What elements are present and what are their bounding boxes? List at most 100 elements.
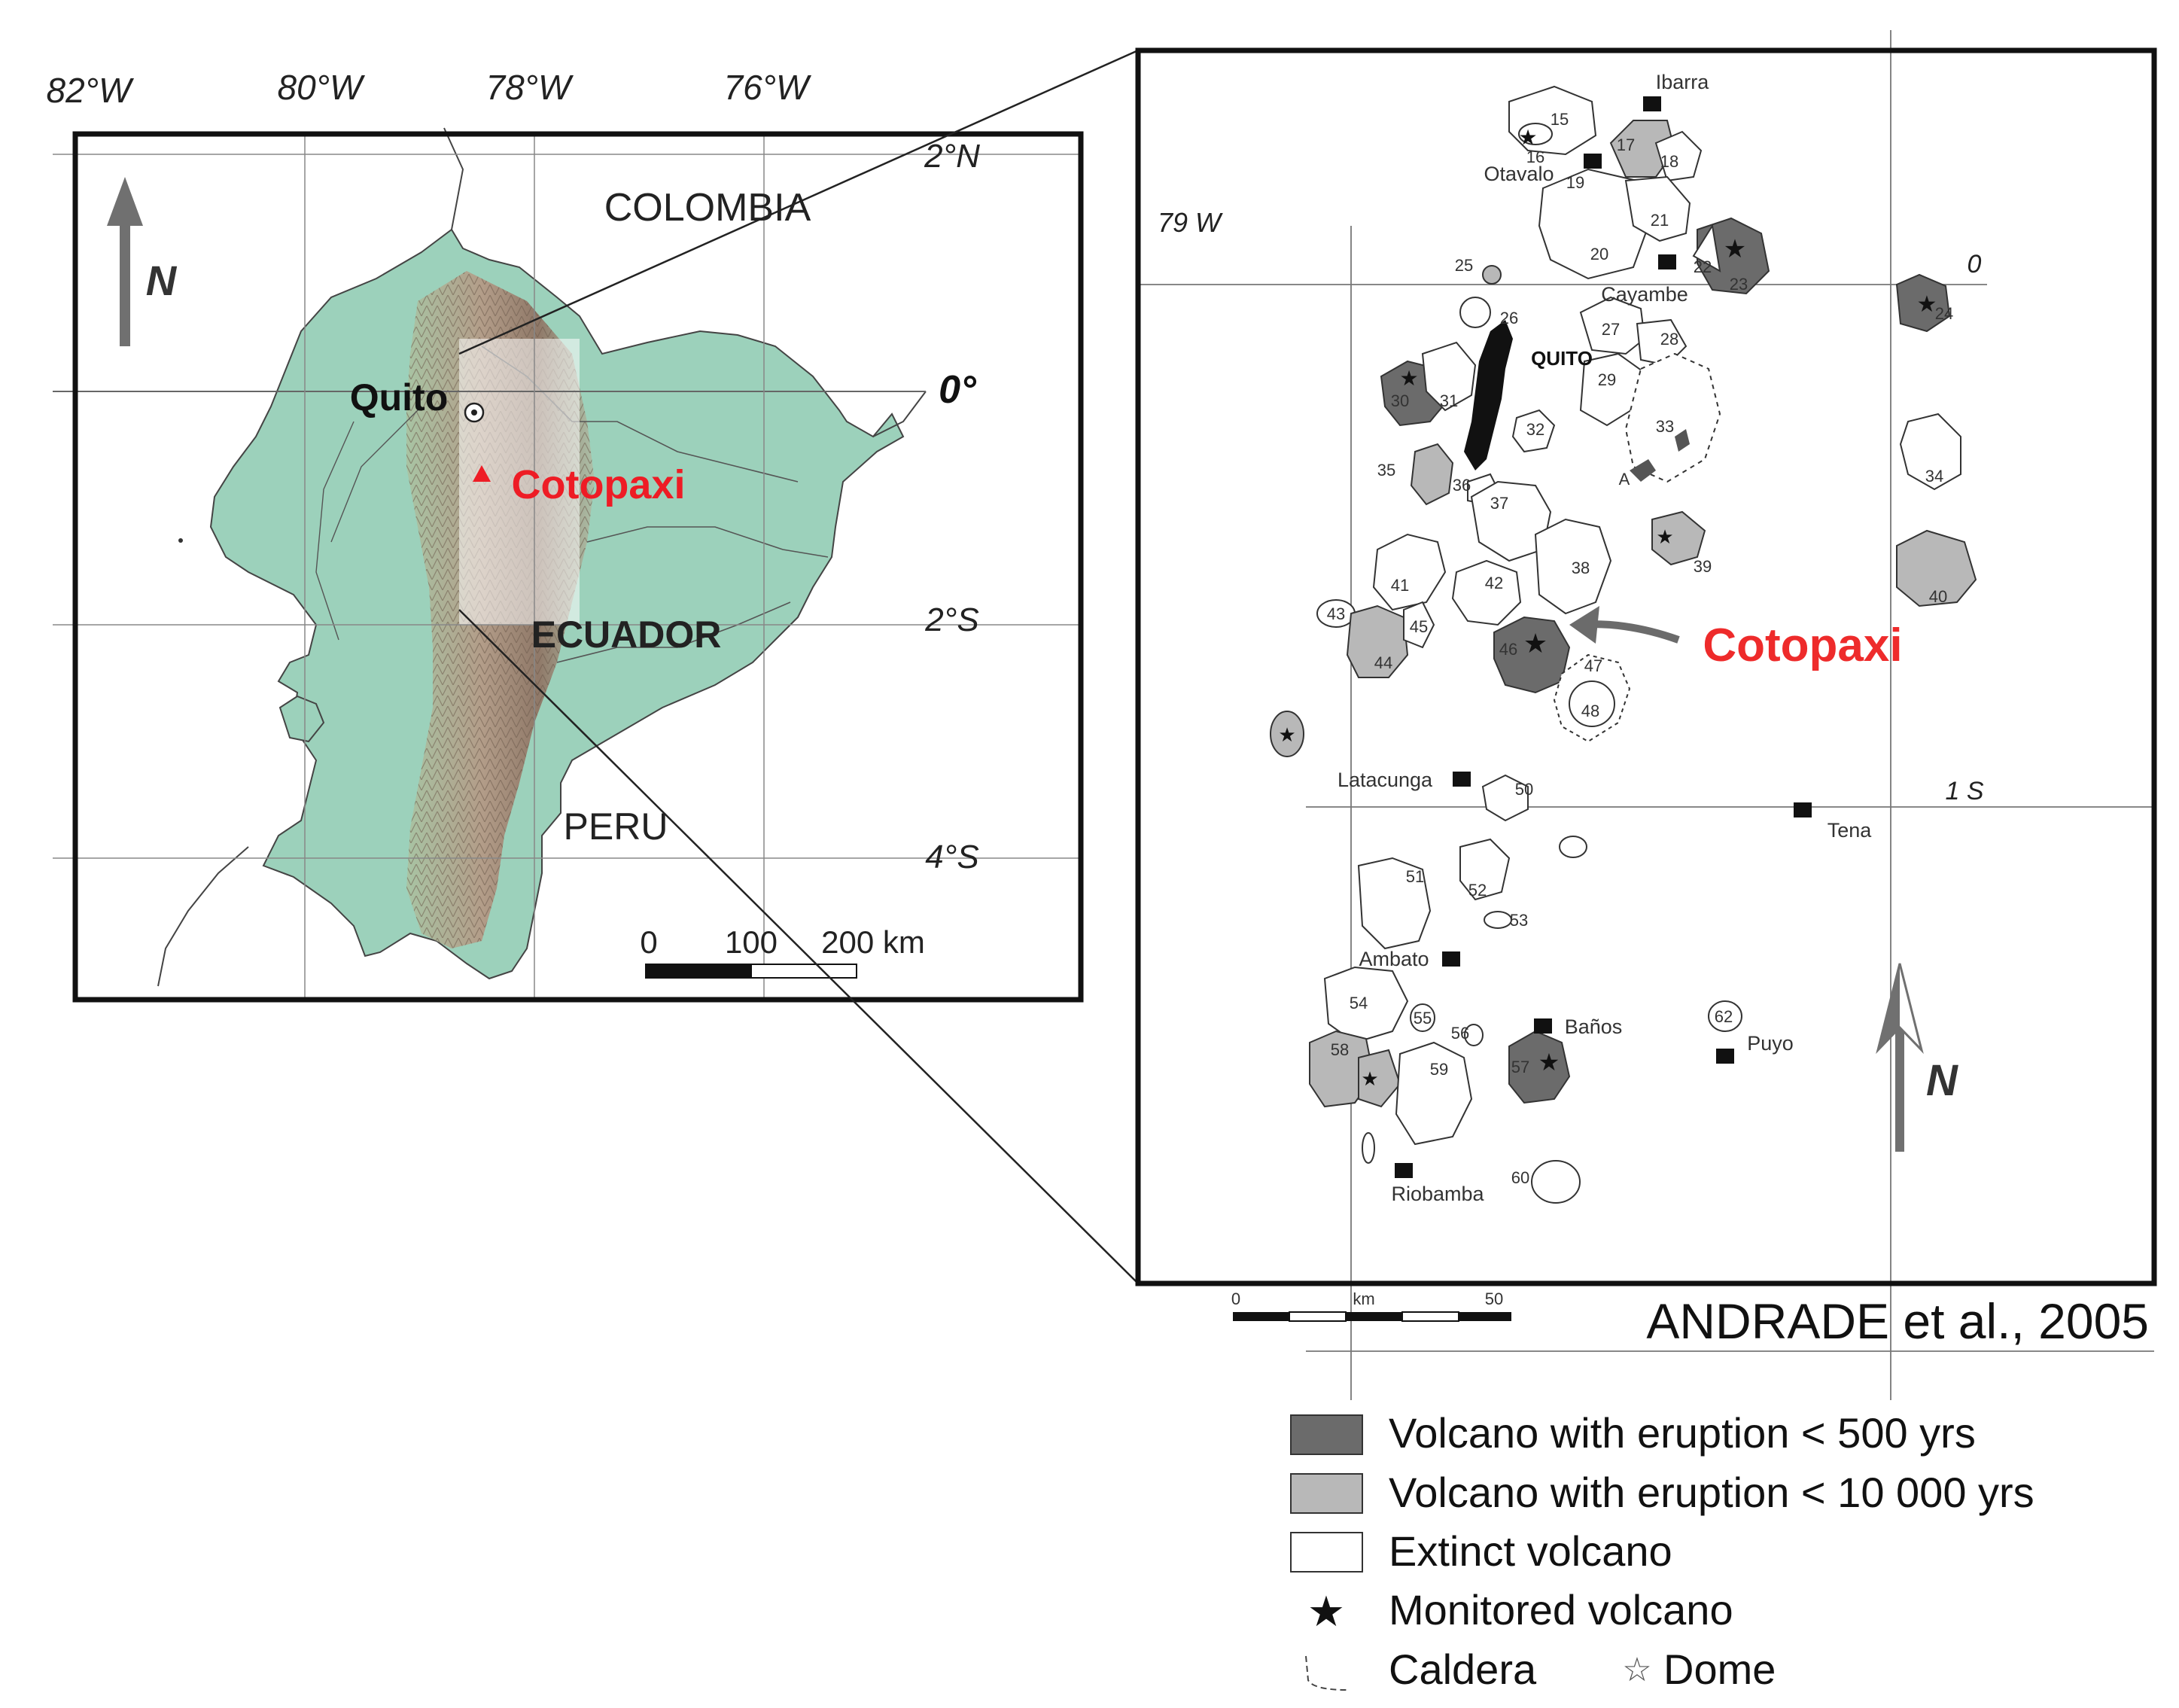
label-peru: PERU	[564, 805, 668, 848]
volcano-number: 42	[1485, 574, 1503, 592]
volcano-number: 16	[1526, 148, 1544, 166]
legend-swatch-holocene	[1290, 1473, 1363, 1514]
volcano-21	[1624, 175, 1691, 242]
label-colombia: COLOMBIA	[604, 186, 811, 230]
volcano-number: 47	[1584, 656, 1602, 675]
volcano-42	[1451, 559, 1522, 626]
label-quito: Quito	[350, 376, 449, 419]
volcano-number: 46	[1499, 640, 1517, 659]
volcano-number: 33	[1656, 417, 1674, 436]
volcano-40	[1896, 529, 1977, 607]
scale-bar-left: 0 100 200 km	[640, 924, 925, 979]
city-label-cayambe: Cayambe	[1601, 283, 1688, 306]
volcano-number: 23	[1730, 275, 1748, 294]
volcano-number: 15	[1551, 110, 1569, 129]
volcano-22	[1692, 224, 1721, 272]
lat-label-4s: 4°S	[925, 839, 978, 875]
volcano-number: 21	[1651, 211, 1669, 230]
volcano-number: 59	[1430, 1060, 1448, 1079]
legend: Volcano with eruption < 500 yrs Volcano …	[1290, 1409, 2034, 1693]
scale-left-100: 100	[725, 924, 778, 960]
legend-label-recent: Volcano with eruption < 500 yrs	[1389, 1409, 1976, 1457]
volcano-number: 37	[1490, 494, 1508, 513]
volcano-number: 18	[1660, 152, 1678, 171]
volcano-number: 35	[1377, 461, 1395, 480]
legend-label-monitored: Monitored volcano	[1389, 1586, 1733, 1633]
volcano-44	[1346, 604, 1409, 678]
dome-icon: ☆	[1622, 1652, 1651, 1688]
volcano-number: 57	[1511, 1058, 1529, 1076]
monitored-stars: ★ ★ ★ ★ ★ ★ ★ ★ ★	[1278, 126, 1937, 1090]
north-arrow-right: N	[1876, 963, 1958, 1152]
volcano-53	[1484, 911, 1512, 929]
legend-swatch-extinct	[1290, 1532, 1363, 1573]
scale-bar-right: 0 km 50	[1231, 1289, 1511, 1322]
volcano-number: 56	[1451, 1024, 1469, 1043]
volcano-24	[1895, 273, 1951, 333]
credit-text: ANDRADE et al., 2005	[1646, 1293, 2149, 1349]
volcano-23	[1697, 217, 1770, 295]
volcano-32	[1511, 409, 1556, 453]
colombia-east-border	[872, 391, 927, 437]
volcano-number: 17	[1617, 135, 1635, 154]
label-ecuador: ECUADOR	[531, 613, 722, 656]
lon-label-80w: 80°W	[278, 68, 367, 107]
volcano-60	[1531, 1160, 1581, 1204]
volcano-number: 30	[1391, 391, 1409, 410]
scale-right-50: 50	[1485, 1289, 1503, 1308]
caldera-letter: A	[1619, 470, 1630, 489]
city-label-otavalo: Otavalo	[1484, 163, 1554, 185]
connector-bottom	[458, 609, 1139, 1284]
star-icon: ★	[1399, 367, 1418, 390]
caldera-icon	[1305, 1655, 1348, 1691]
city-label-tena: Tena	[1827, 819, 1873, 842]
volcano-number: 20	[1590, 245, 1608, 263]
volcano-25	[1482, 265, 1502, 285]
volcano-number: 62	[1715, 1007, 1733, 1026]
volcano-number: 51	[1406, 867, 1424, 886]
star-icon: ★	[1278, 723, 1295, 746]
volcano-number: 22	[1694, 257, 1712, 276]
north-label-left: N	[146, 257, 178, 304]
volcano-18	[1654, 130, 1703, 182]
label-cotopaxi-right: Cotopaxi	[1703, 620, 1902, 671]
caldera-b	[1675, 429, 1690, 452]
legend-swatch-recent	[1290, 1414, 1363, 1455]
city-label-quito: QUITO	[1531, 347, 1593, 370]
volcano-48	[1569, 680, 1615, 727]
legend-label-caldera: Caldera	[1389, 1646, 1537, 1693]
islet-dot	[178, 538, 183, 543]
star-icon: ★	[1518, 126, 1537, 149]
river-line	[556, 601, 791, 663]
province-line	[315, 421, 355, 641]
city-marker-ambato	[1442, 951, 1460, 967]
volcano-41	[1372, 533, 1447, 611]
volcano-number: 31	[1440, 391, 1458, 410]
city-marker-tena	[1794, 802, 1812, 817]
star-icon: ★	[1538, 1049, 1560, 1076]
volcano-number: 36	[1453, 476, 1471, 495]
city-marker-otavalo	[1584, 154, 1602, 169]
city-markers	[1395, 96, 1812, 1178]
city-marker-latacunga	[1453, 772, 1471, 787]
volcano-number: 58	[1331, 1040, 1349, 1059]
legend-label-extinct: Extinct volcano	[1389, 1527, 1672, 1575]
city-label-latacunga: Latacunga	[1338, 769, 1433, 791]
volcano-number: 24	[1935, 304, 1953, 323]
left-map: 82°W 80°W 78°W 76°W	[47, 68, 1084, 1003]
right-map-frame	[1135, 47, 2157, 1286]
city-label-riobamba: Riobamba	[1391, 1183, 1484, 1205]
north-arrow-left: N	[107, 177, 178, 346]
legend-label-holocene: Volcano with eruption < 10 000 yrs	[1389, 1469, 2034, 1516]
volcano-58b	[1358, 1049, 1401, 1108]
city-marker-banos	[1534, 1018, 1552, 1034]
volcano-number: 27	[1602, 320, 1620, 339]
volcano-number: 29	[1598, 370, 1616, 389]
volcano-number: 26	[1500, 309, 1518, 327]
scale-left-0: 0	[640, 924, 657, 960]
volcano-number: 44	[1374, 653, 1392, 672]
volcano-number-labels: 15 16 17 18 19 20 21 22 23 24 25 26 27 2…	[1327, 110, 1953, 1187]
volcano-number: 39	[1694, 557, 1712, 576]
star-icon: ★	[1361, 1067, 1378, 1090]
